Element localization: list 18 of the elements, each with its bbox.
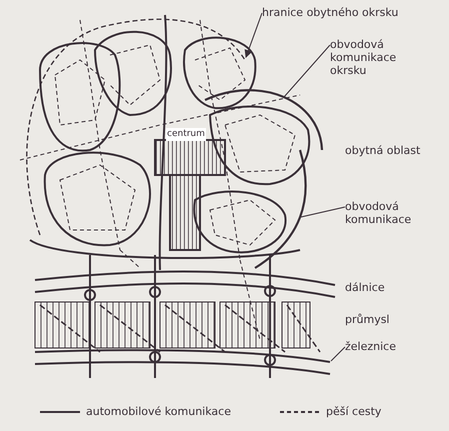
leader-line [330, 346, 346, 362]
boundary-line [26, 18, 246, 236]
perimeter-road [254, 150, 307, 269]
area-label: centrum [166, 128, 206, 141]
area-label: průmysl [345, 313, 390, 326]
callout-label: hranice obytného okrsku [262, 6, 398, 19]
callout-label: železnice [345, 340, 396, 353]
callout-label: obvodová komunikace [345, 200, 437, 226]
leader-line [300, 206, 346, 218]
area-label: dálnice [345, 281, 385, 294]
area-label: obytná oblast [345, 144, 420, 157]
leader-line [284, 44, 330, 98]
railway-line [34, 349, 330, 375]
ring-road [204, 89, 324, 150]
legend-label: pěší cesty [326, 405, 382, 418]
legend-label: automobilové komunikace [86, 405, 231, 418]
leader-line [244, 12, 262, 58]
callout-label: obvodová komunikace okrsku [330, 38, 422, 77]
